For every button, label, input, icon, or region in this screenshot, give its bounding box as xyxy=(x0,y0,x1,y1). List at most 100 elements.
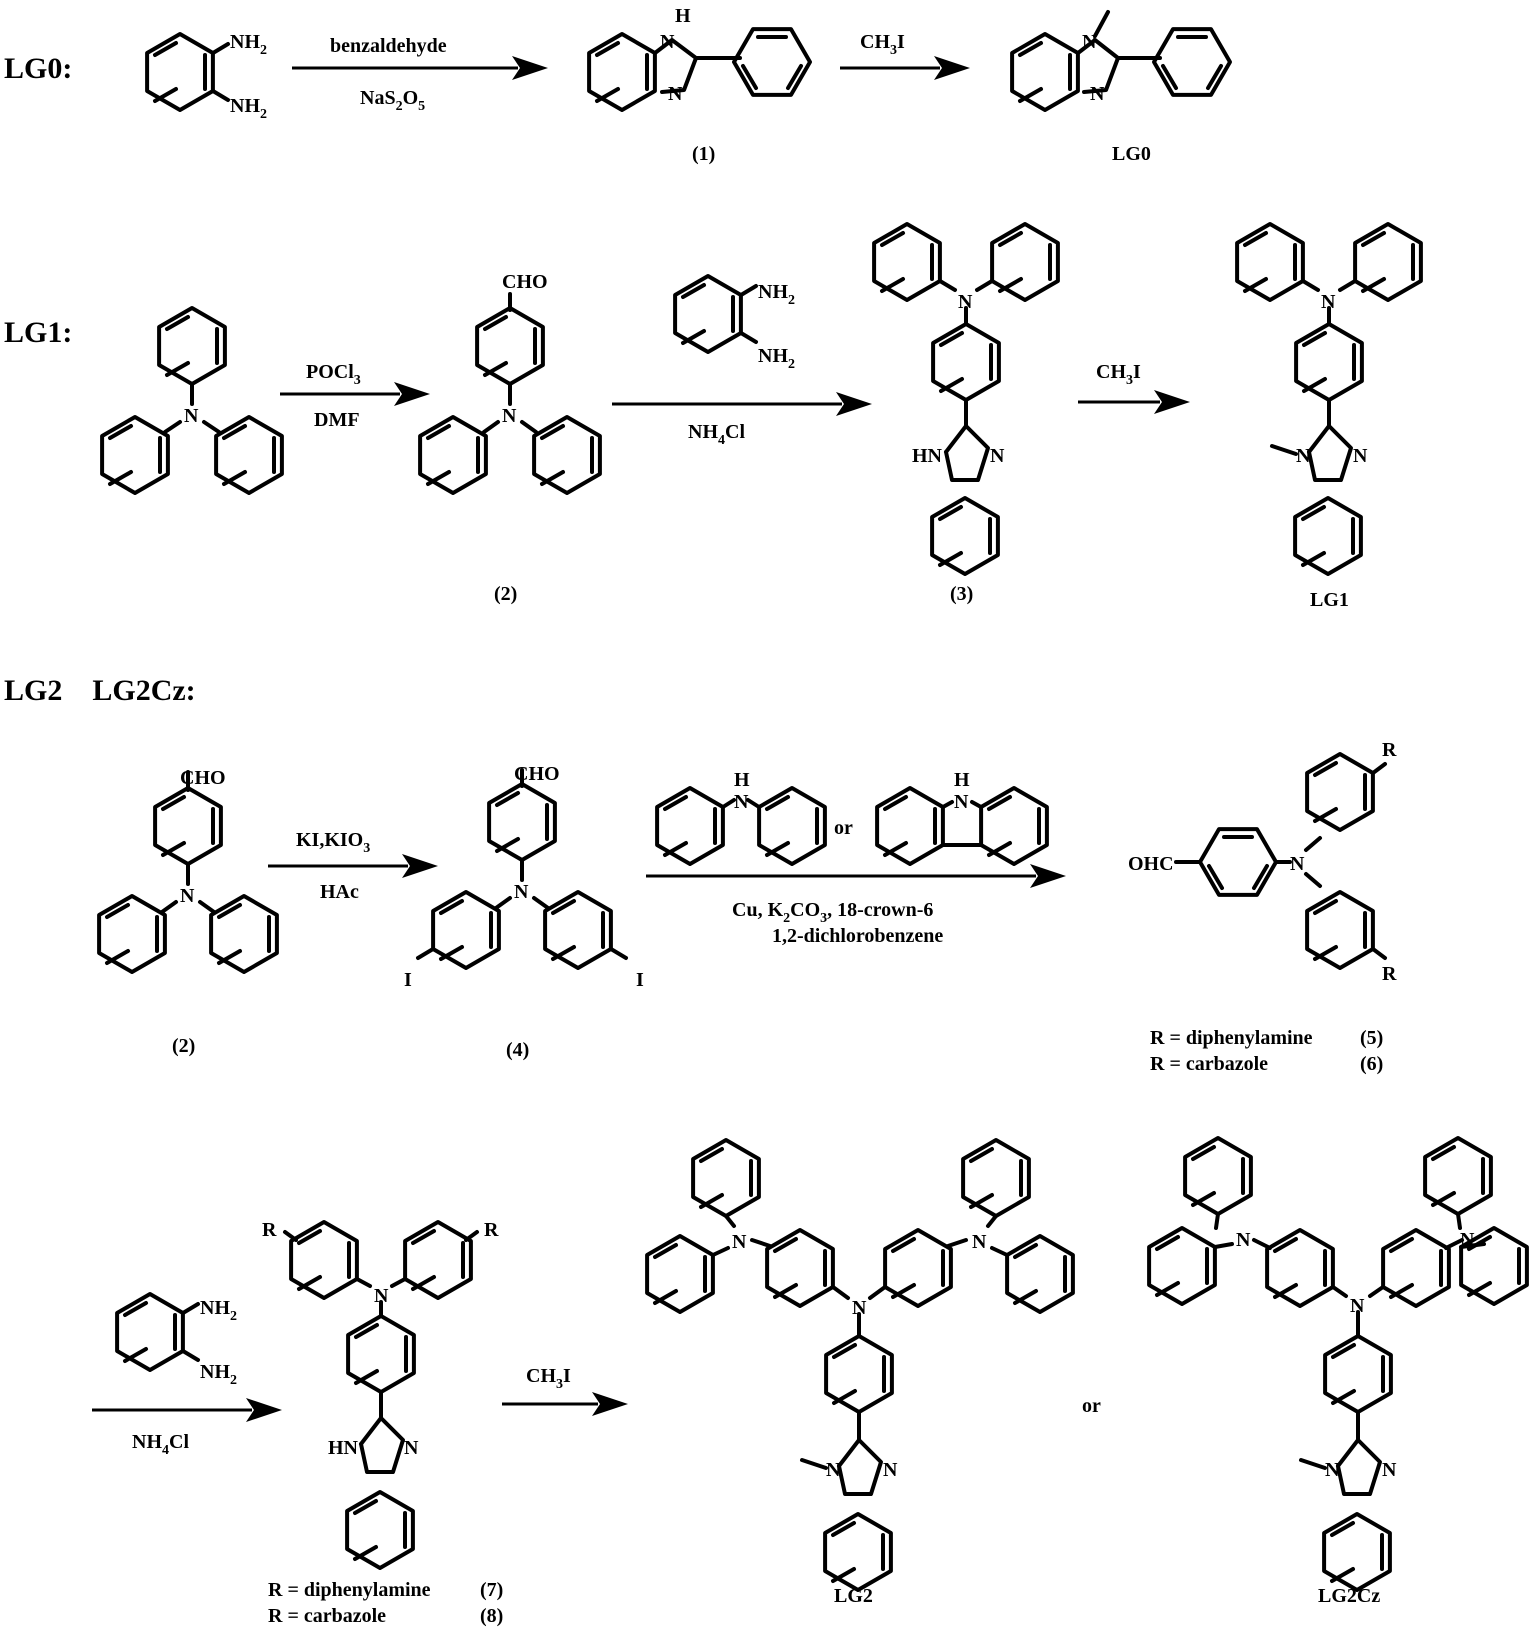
atom-h: H xyxy=(954,769,970,791)
lg2cz-structure xyxy=(1147,1136,1529,1592)
compound-label-1: (1) xyxy=(692,143,715,165)
reagent-benzaldehyde: benzaldehyde xyxy=(330,35,447,57)
atom-n: N xyxy=(1460,1229,1475,1251)
r-definition-8: R = carbazole xyxy=(268,1605,386,1627)
atom-hn: HN xyxy=(328,1437,359,1459)
atom-n: N xyxy=(1296,445,1311,467)
atom-n: N xyxy=(514,881,529,903)
o-phenylenediamine-structure xyxy=(673,274,758,354)
atom-n: N xyxy=(826,1459,841,1481)
row-label-lg0: LG0: xyxy=(4,52,72,85)
atom-n: N xyxy=(374,1285,389,1307)
reagent-dmf: DMF xyxy=(314,409,360,431)
reagent-nas2o5: NaS2​O5​ xyxy=(360,87,425,114)
atom-n: N xyxy=(734,791,749,813)
r-definition-6: R = carbazole xyxy=(1150,1053,1268,1075)
arrowhead xyxy=(246,1398,282,1422)
r-definition-7: R = diphenylamine xyxy=(268,1579,431,1601)
reagent-ki-kio3: KI,KIO3​ xyxy=(296,829,370,856)
atom-hn: HN xyxy=(912,445,943,467)
arrowhead xyxy=(1030,864,1066,888)
atom-n: N xyxy=(1290,853,1305,875)
reagent-ch3i: CH3​I xyxy=(860,31,905,58)
reagent-ch3i: CH3​I xyxy=(1096,361,1141,388)
arrowhead xyxy=(934,56,970,80)
compound-label-7: (7) xyxy=(480,1579,503,1601)
compound-label-lg2cz: LG2Cz xyxy=(1318,1585,1380,1607)
atom-n: N xyxy=(954,791,969,813)
atom-n: N xyxy=(1325,1459,1340,1481)
compound-label-lg1: LG1 xyxy=(1310,589,1349,611)
compound-label-2: (2) xyxy=(172,1035,195,1057)
o-phenylenediamine-structure xyxy=(115,1292,200,1372)
compound-5-6-structure xyxy=(1174,752,1387,970)
atom-r: R xyxy=(1382,739,1397,761)
reagent-cu-k2co3: Cu, K2​CO3​, 18-crown-6 xyxy=(732,899,933,926)
atom-n: N xyxy=(1321,291,1336,313)
atom-i: I xyxy=(404,969,412,991)
carbazole-structure xyxy=(875,786,1049,866)
row-label-lg1: LG1: xyxy=(4,316,72,349)
atom-n: N xyxy=(1236,1229,1251,1251)
reagent-pocl3: POCl3​ xyxy=(306,361,361,388)
atom-i: I xyxy=(636,969,644,991)
atom-h: H xyxy=(734,769,750,791)
compound-label-5: (5) xyxy=(1360,1027,1383,1049)
or-label: or xyxy=(1082,1395,1101,1417)
atom-r: R xyxy=(1382,963,1397,985)
atom-n: N xyxy=(668,83,683,105)
atom-n: N xyxy=(883,1459,898,1481)
atom-cho: CHO xyxy=(180,767,226,789)
atom-n: N xyxy=(1082,31,1097,53)
compound-2-structure xyxy=(97,770,279,974)
arrowhead xyxy=(394,382,430,406)
compound-1-structure xyxy=(587,27,812,112)
lg0-structure xyxy=(1010,10,1232,112)
compound-label-lg0: LG0 xyxy=(1112,143,1151,165)
atom-n: N xyxy=(1382,1459,1397,1481)
atom-cho: CHO xyxy=(514,763,560,785)
compound-label-6: (6) xyxy=(1360,1053,1383,1075)
atom-n: N xyxy=(852,1297,867,1319)
or-label: or xyxy=(834,817,853,839)
compound-label-3: (3) xyxy=(950,583,973,605)
atom-n: N xyxy=(972,1231,987,1253)
atom-n: N xyxy=(732,1231,747,1253)
atom-n: N xyxy=(958,291,973,313)
o-phenylenediamine-structure xyxy=(145,32,230,112)
compound-label-2: (2) xyxy=(494,583,517,605)
nh2-label: NH2​ xyxy=(758,345,795,372)
arrowhead xyxy=(592,1392,628,1416)
atom-n: N xyxy=(180,885,195,907)
lg2-structure xyxy=(645,1138,1075,1592)
atom-n: N xyxy=(1090,83,1105,105)
compound-label-8: (8) xyxy=(480,1605,503,1627)
compound-label-4: (4) xyxy=(506,1039,529,1061)
arrowhead xyxy=(512,56,548,80)
reagent-dichlorobenzene: 1,2-dichlorobenzene xyxy=(772,925,943,947)
atom-n: N xyxy=(660,31,675,53)
arrowhead xyxy=(402,854,438,878)
lg1-structure xyxy=(1235,222,1423,576)
triphenylamine-structure xyxy=(100,306,284,495)
atom-h: H xyxy=(675,5,691,27)
nh2-label: NH2​ xyxy=(230,31,267,58)
nh2-label: NH2​ xyxy=(200,1297,237,1324)
compound-4-structure xyxy=(416,768,628,970)
compound-label-lg2: LG2 xyxy=(834,1585,873,1607)
atom-ohc: OHC xyxy=(1128,853,1174,875)
nh2-label: NH2​ xyxy=(758,281,795,308)
compound-3-structure xyxy=(872,222,1060,576)
reagent-nh4cl: NH4​Cl xyxy=(132,1431,189,1458)
row-label-lg2: LG2 LG2Cz: xyxy=(4,674,196,707)
atom-n: N xyxy=(1350,1295,1365,1317)
r-definition-5: R = diphenylamine xyxy=(1150,1027,1313,1049)
atom-n: N xyxy=(1353,445,1368,467)
atom-n: N xyxy=(502,405,517,427)
arrowhead xyxy=(1154,390,1190,414)
arrowhead xyxy=(836,392,872,416)
compound-2-structure xyxy=(418,292,602,495)
atom-r: R xyxy=(484,1219,499,1241)
atom-n: N xyxy=(184,405,199,427)
